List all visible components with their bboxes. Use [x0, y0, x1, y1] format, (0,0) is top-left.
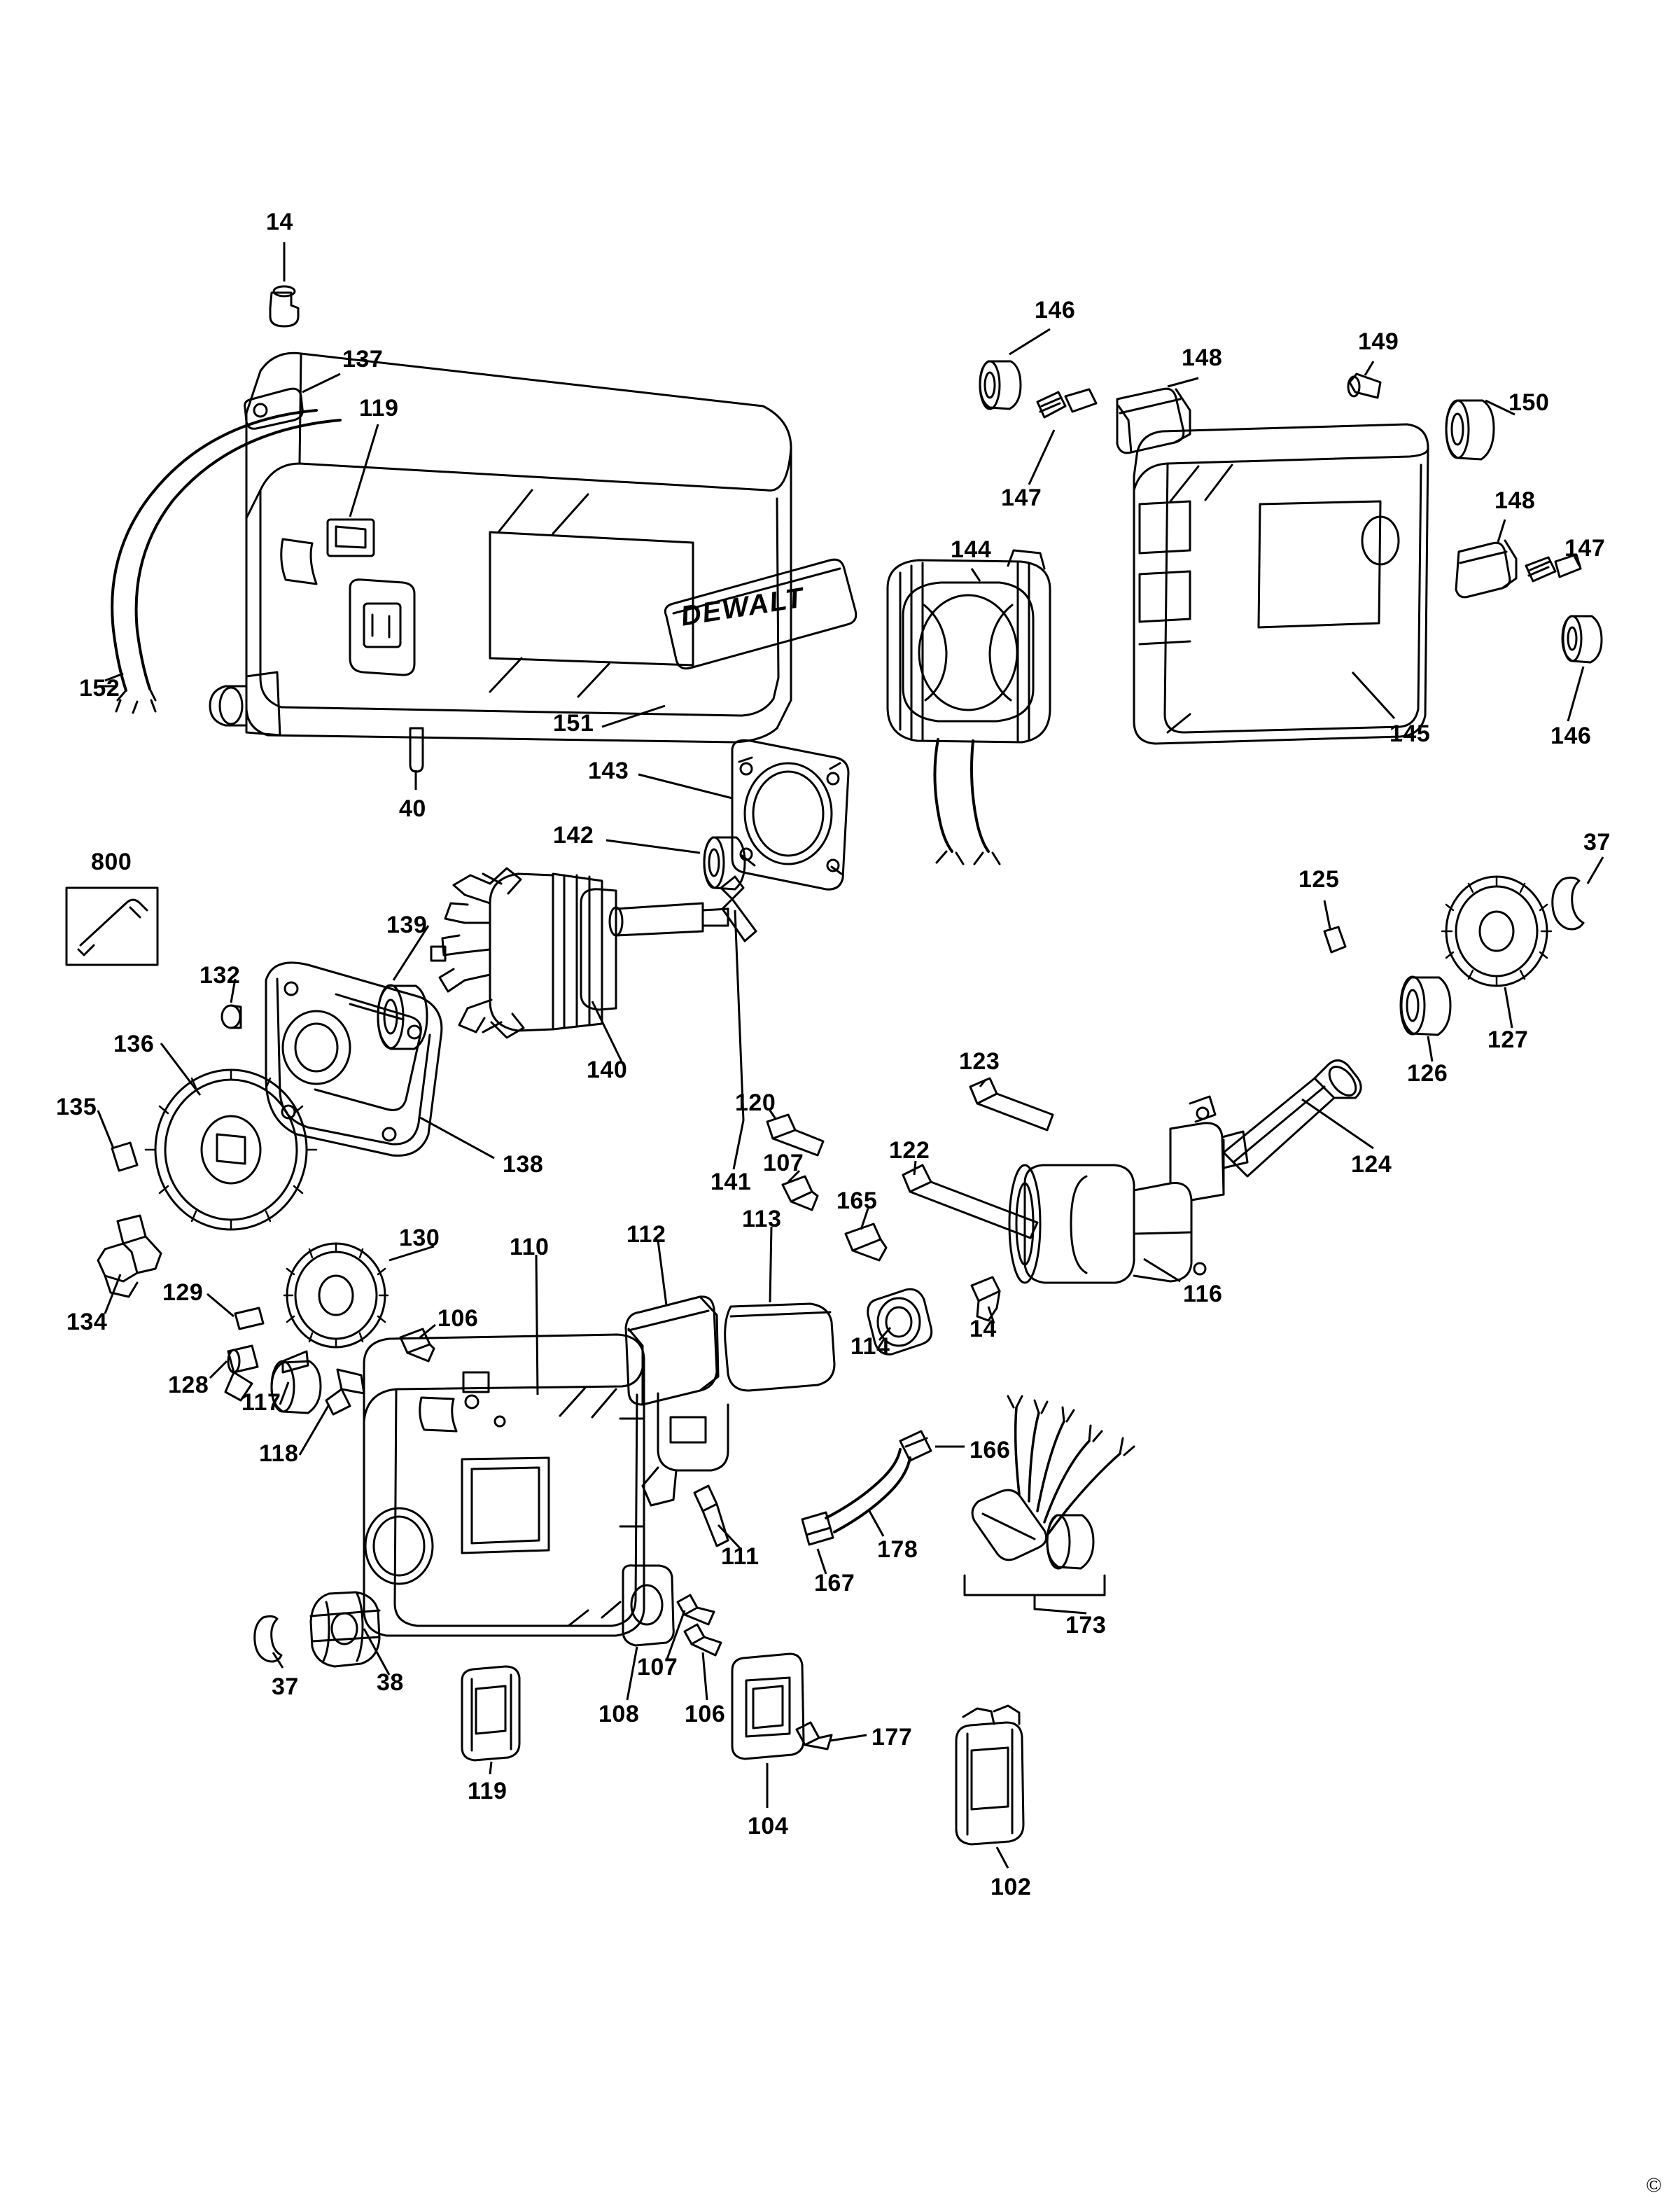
callout-141: 141: [710, 1169, 752, 1195]
callout-148: 148: [1182, 344, 1223, 371]
callout-145: 145: [1390, 720, 1431, 747]
callout-123: 123: [959, 1048, 1000, 1075]
callout-138: 138: [503, 1151, 544, 1178]
callout-800: 800: [91, 849, 132, 875]
callout-114: 114: [850, 1333, 890, 1360]
callout-127: 127: [1488, 1026, 1529, 1053]
callout-130: 130: [399, 1225, 440, 1251]
callout-107: 107: [763, 1150, 804, 1176]
callout-107-second: 107: [637, 1654, 678, 1680]
callout-146-second: 146: [1550, 723, 1592, 749]
callout-119-second: 119: [468, 1778, 507, 1804]
copyright-symbol: ©: [1646, 2173, 1662, 2196]
callout-139: 139: [386, 912, 428, 938]
callout-152: 152: [79, 675, 120, 702]
callout-104: 104: [748, 1813, 789, 1839]
callout-110: 110: [510, 1234, 550, 1260]
callout-149: 149: [1358, 328, 1399, 355]
callout-38: 38: [377, 1669, 404, 1696]
callout-112: 112: [626, 1221, 666, 1248]
callout-147-second: 147: [1564, 535, 1606, 562]
callout-102: 102: [990, 1874, 1032, 1900]
callout-122: 122: [889, 1137, 930, 1164]
callout-143: 143: [588, 758, 629, 784]
callout-37: 37: [1583, 829, 1611, 856]
callout-125: 125: [1298, 866, 1340, 893]
callout-116: 116: [1183, 1281, 1223, 1307]
callout-120: 120: [735, 1089, 776, 1116]
callout-14-second: 14: [969, 1316, 997, 1342]
callout-137: 137: [342, 346, 384, 373]
callout-132: 132: [200, 962, 241, 989]
callout-129: 129: [162, 1279, 204, 1306]
callout-14: 14: [266, 209, 293, 235]
callout-178: 178: [877, 1536, 918, 1563]
callout-111: 111: [721, 1543, 760, 1570]
callout-37-second: 37: [272, 1673, 299, 1700]
callout-165: 165: [836, 1188, 878, 1214]
callout-124: 124: [1351, 1151, 1392, 1178]
callout-108: 108: [598, 1701, 640, 1727]
callout-136: 136: [113, 1031, 155, 1057]
callout-140: 140: [587, 1057, 628, 1083]
brand-nameplate-text: DEWALT: [678, 582, 807, 632]
callout-144: 144: [951, 536, 992, 563]
callout-177: 177: [872, 1724, 913, 1750]
callout-119: 119: [359, 395, 399, 422]
callout-106-second: 106: [685, 1701, 726, 1727]
callout-40: 40: [399, 795, 426, 822]
callout-148-second: 148: [1494, 487, 1536, 514]
callout-151: 151: [553, 710, 594, 737]
callout-173: 173: [1065, 1612, 1107, 1638]
callout-126: 126: [1407, 1060, 1448, 1087]
callout-150: 150: [1508, 389, 1550, 416]
callout-113: 113: [742, 1206, 782, 1232]
callout-128: 128: [168, 1372, 209, 1398]
callout-135: 135: [56, 1094, 97, 1120]
callout-166: 166: [969, 1437, 1011, 1463]
callout-134: 134: [66, 1309, 108, 1335]
callout-118: 118: [259, 1440, 299, 1467]
callout-146: 146: [1035, 297, 1076, 323]
callout-147: 147: [1001, 485, 1042, 511]
callout-167: 167: [814, 1570, 855, 1596]
callout-106: 106: [438, 1305, 479, 1332]
callout-117: 117: [241, 1389, 281, 1416]
callout-142: 142: [553, 822, 594, 849]
